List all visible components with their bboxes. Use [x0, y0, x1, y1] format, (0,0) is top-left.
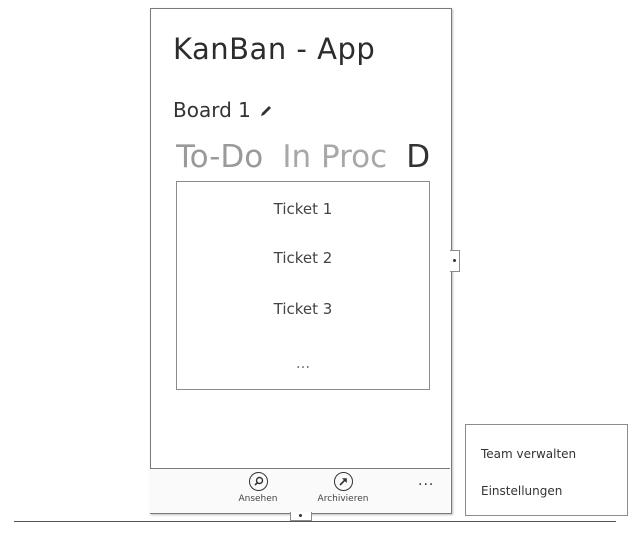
- bottom-handle[interactable]: [290, 512, 312, 521]
- app-bar: Ansehen Archivieren ...: [150, 468, 450, 513]
- divider: [14, 521, 616, 522]
- magnifier-icon: [248, 472, 268, 491]
- app-title: KanBan - App: [173, 32, 376, 66]
- board-header: Board 1: [173, 98, 273, 122]
- handle-dot-icon: [299, 514, 302, 517]
- menu-item-manage-team[interactable]: Team verwalten: [481, 447, 577, 461]
- view-button[interactable]: Ansehen: [223, 472, 293, 504]
- app-bar-menu: Team verwalten Einstellungen: [465, 424, 628, 516]
- ticket-item[interactable]: Ticket 2: [273, 249, 333, 267]
- tab-in-progress[interactable]: In Proc: [282, 139, 388, 175]
- archive-button[interactable]: Archivieren: [308, 472, 378, 504]
- ticket-list: Ticket 1 Ticket 2 Ticket 3 ...: [176, 181, 430, 390]
- more-tickets-indicator: ...: [295, 354, 311, 372]
- tab-todo[interactable]: To-Do: [176, 139, 264, 175]
- more-options-button[interactable]: ...: [418, 473, 435, 489]
- board-title: Board 1: [173, 98, 251, 122]
- pencil-icon[interactable]: [259, 103, 273, 117]
- view-button-label: Ansehen: [238, 494, 278, 504]
- archive-button-label: Archivieren: [317, 494, 369, 504]
- tab-done[interactable]: D: [406, 139, 431, 175]
- handle-dot-icon: [453, 259, 456, 262]
- arrow-up-right-icon: [333, 472, 353, 491]
- ticket-item[interactable]: Ticket 3: [273, 300, 333, 318]
- ticket-item[interactable]: Ticket 1: [273, 200, 333, 218]
- side-handle[interactable]: [450, 250, 460, 272]
- pivot-tabs: To-Do In Proc D: [176, 139, 442, 175]
- menu-item-settings[interactable]: Einstellungen: [481, 484, 563, 498]
